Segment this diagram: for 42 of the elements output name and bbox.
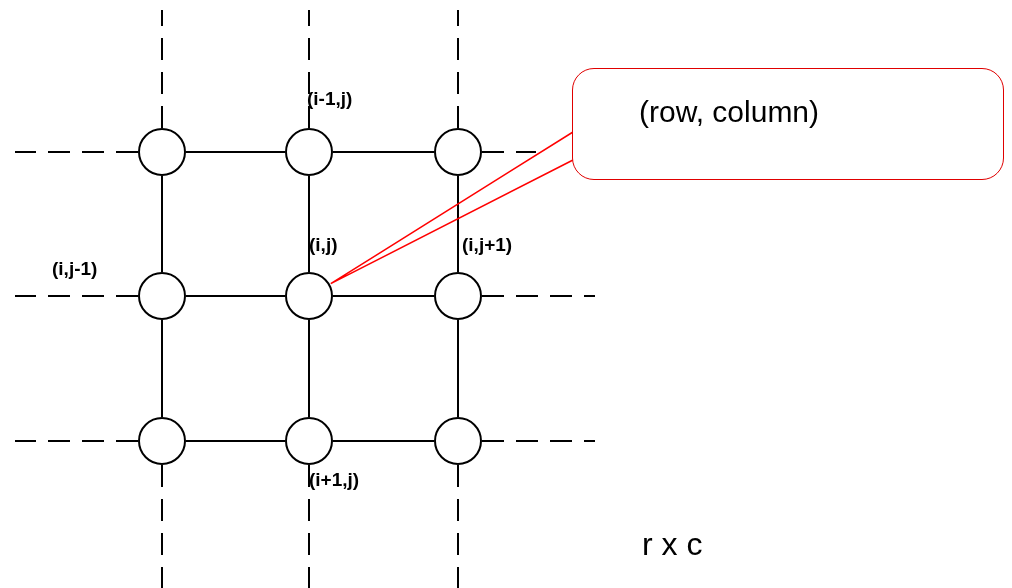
grid-link bbox=[308, 175, 310, 273]
callout-text: (row, column) bbox=[639, 95, 820, 129]
dashed-extension-line bbox=[481, 295, 596, 297]
grid-link bbox=[185, 440, 286, 442]
grid-link bbox=[161, 319, 163, 418]
node-index-label: (i+1,j) bbox=[309, 469, 360, 491]
grid-node-circle bbox=[285, 417, 333, 465]
grid-link bbox=[457, 319, 459, 418]
dashed-extension-line bbox=[14, 151, 139, 153]
dashed-extension-line bbox=[481, 440, 596, 442]
grid-node-circle bbox=[434, 272, 482, 320]
node-index-label: (i,j-1) bbox=[52, 258, 98, 280]
callout-tail bbox=[330, 131, 574, 285]
dashed-extension-line bbox=[308, 9, 310, 129]
grid-link bbox=[457, 175, 459, 273]
dashed-extension-line bbox=[161, 464, 163, 588]
callout-bubble bbox=[572, 68, 1004, 180]
dashed-extension-line bbox=[161, 9, 163, 129]
node-index-label: (i-1,j) bbox=[307, 88, 353, 110]
grid-link bbox=[185, 151, 286, 153]
grid-size-label: r x c bbox=[642, 526, 703, 563]
dashed-extension-line bbox=[14, 440, 139, 442]
grid-node-circle bbox=[285, 272, 333, 320]
grid-node-circle bbox=[138, 128, 186, 176]
grid-link bbox=[161, 175, 163, 273]
node-index-label: (i,j+1) bbox=[462, 234, 513, 256]
grid-node-circle bbox=[434, 128, 482, 176]
grid-node-circle bbox=[138, 272, 186, 320]
grid-link bbox=[308, 319, 310, 418]
grid-node-circle bbox=[434, 417, 482, 465]
grid-link bbox=[185, 295, 286, 297]
dashed-extension-line bbox=[308, 464, 310, 588]
dashed-extension-line bbox=[14, 295, 139, 297]
dashed-extension-line bbox=[457, 464, 459, 588]
grid-link bbox=[332, 440, 435, 442]
dashed-extension-line bbox=[481, 151, 537, 153]
grid-node-circle bbox=[138, 417, 186, 465]
dashed-extension-line bbox=[457, 9, 459, 129]
grid-node-circle bbox=[285, 128, 333, 176]
node-index-label: (i,j) bbox=[309, 234, 338, 256]
grid-link bbox=[332, 295, 435, 297]
grid-link bbox=[332, 151, 435, 153]
